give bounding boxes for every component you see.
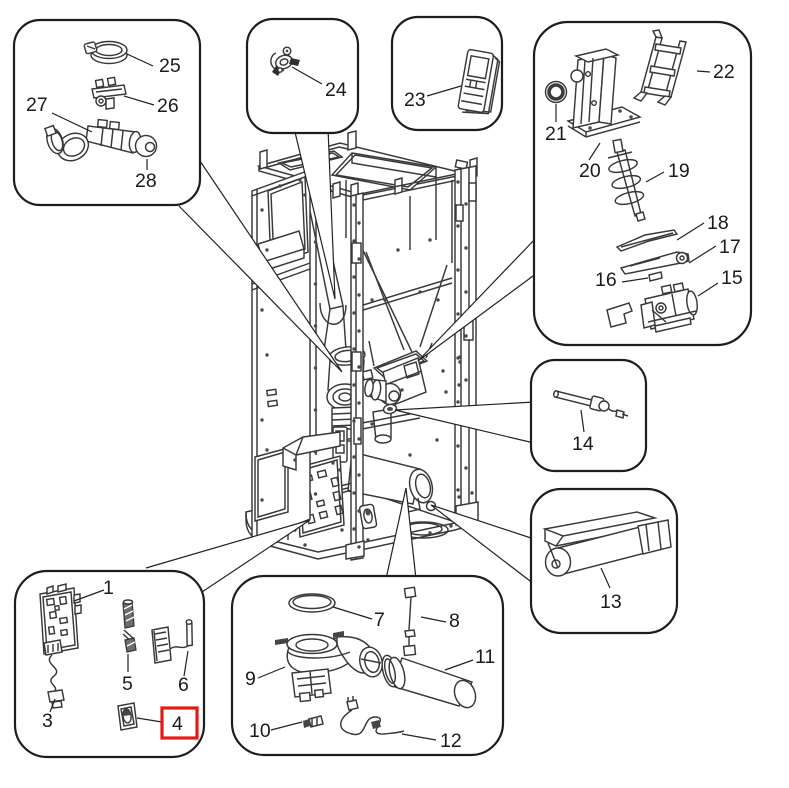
svg-text:14: 14 [572, 433, 594, 455]
svg-text:16: 16 [595, 269, 617, 291]
svg-text:21: 21 [545, 123, 567, 145]
svg-text:18: 18 [707, 212, 729, 234]
svg-text:12: 12 [440, 730, 462, 752]
svg-text:28: 28 [135, 170, 157, 192]
svg-text:23: 23 [404, 89, 426, 111]
svg-text:26: 26 [157, 95, 179, 117]
svg-text:13: 13 [600, 591, 622, 613]
svg-text:7: 7 [374, 609, 385, 631]
svg-text:9: 9 [245, 668, 256, 690]
svg-text:1: 1 [103, 577, 114, 599]
svg-text:3: 3 [42, 710, 53, 732]
svg-text:10: 10 [249, 720, 271, 742]
svg-text:4: 4 [172, 713, 183, 735]
svg-text:8: 8 [449, 610, 460, 632]
svg-text:27: 27 [26, 94, 48, 116]
svg-text:24: 24 [325, 79, 347, 101]
svg-text:17: 17 [719, 236, 741, 258]
svg-text:5: 5 [122, 673, 133, 695]
svg-text:6: 6 [178, 674, 189, 696]
svg-text:19: 19 [668, 160, 690, 182]
svg-text:11: 11 [475, 646, 495, 668]
svg-text:22: 22 [713, 61, 735, 83]
svg-text:20: 20 [579, 160, 601, 182]
svg-text:15: 15 [721, 267, 743, 289]
svg-text:25: 25 [159, 55, 181, 77]
